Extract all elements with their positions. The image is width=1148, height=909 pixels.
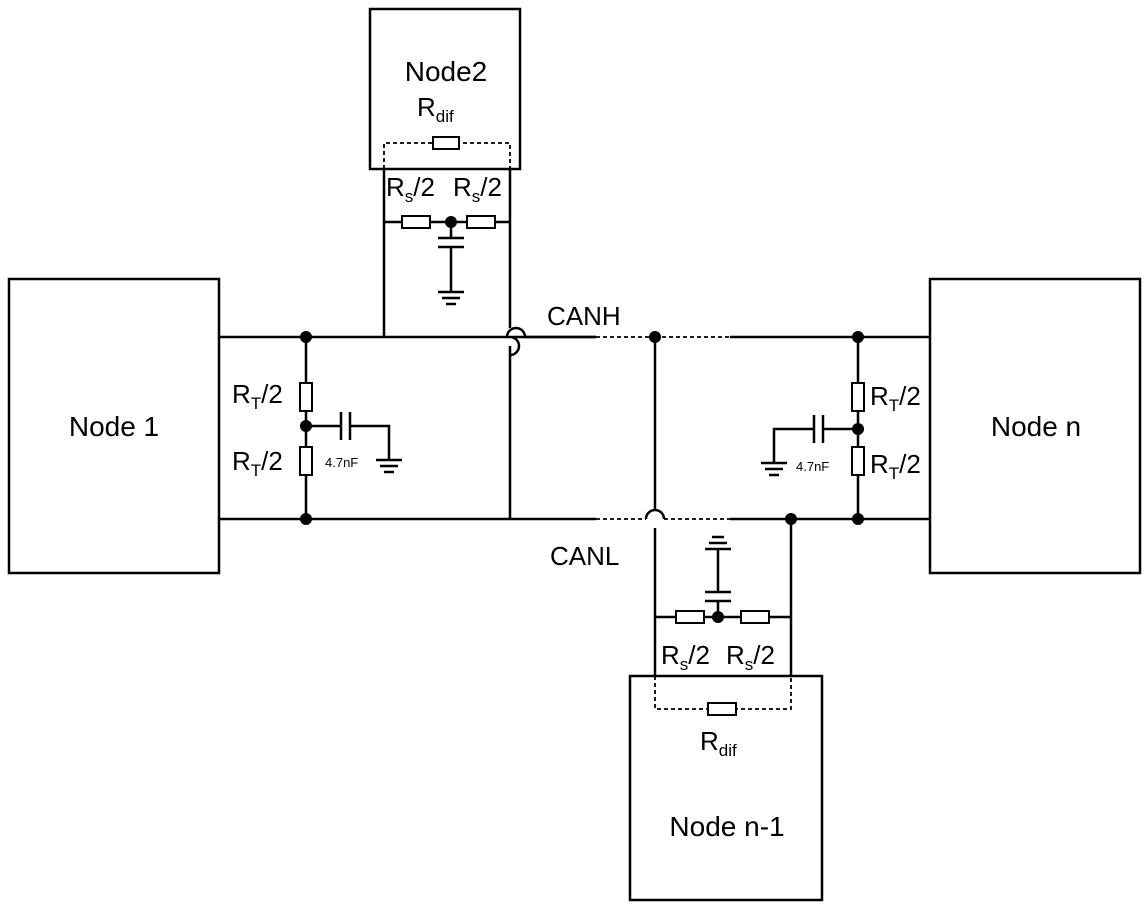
node2-rdif-outline <box>383 142 511 169</box>
node2-rdif-label: Rdif <box>417 92 454 126</box>
node2-ground-icon <box>438 290 464 306</box>
node-n-canh-junction <box>852 331 864 343</box>
node-n-box <box>928 277 1142 575</box>
node-n-rt-label-top: RT/2 <box>870 381 921 415</box>
node-n-rt-resistor-bottom <box>851 446 865 476</box>
node-n1-ground-icon <box>705 535 731 551</box>
canl-label: CANL <box>550 541 619 571</box>
node-n-ground-icon <box>761 461 787 477</box>
node-n1-rdif-label: Rdif <box>700 726 737 760</box>
node1-canl-junction <box>300 513 312 525</box>
node-n1-rs-resistor-right <box>740 610 770 624</box>
node-n-cap-label: 4.7nF <box>796 459 829 474</box>
node1-box <box>7 277 221 575</box>
node2-rs-label-right: Rs/2 <box>453 172 502 206</box>
node2-label: Node2 <box>405 56 488 87</box>
canh-line-hop <box>505 326 596 339</box>
node2-rs-label-left: Rs/2 <box>386 172 435 206</box>
node1-canh-junction <box>300 331 312 343</box>
node1-cap-wire2 <box>350 424 391 460</box>
node1-rt-label-top: RT/2 <box>232 379 283 413</box>
node-n-rt-resistor-top <box>851 382 865 412</box>
node2-rdif-resistor <box>432 136 460 150</box>
node-n1-rdif-resistor <box>707 702 737 716</box>
canh-line-left <box>219 335 596 357</box>
node-n1-rs-label-right: Rs/2 <box>726 640 775 674</box>
node-n-canl-junction <box>852 513 864 525</box>
node-n-rt-label-bottom: RT/2 <box>870 449 921 483</box>
node1-rt-resistor-bottom <box>299 446 313 476</box>
node-n-label: Node n <box>991 411 1081 442</box>
canl-hop <box>644 508 666 520</box>
node1-rt-resistor-top <box>299 382 313 412</box>
node1-label: Node 1 <box>69 411 159 442</box>
node-n-cap-wire2 <box>772 427 814 463</box>
node1-cap-label: 4.7nF <box>325 455 358 470</box>
node2-rs-resistor-left <box>401 215 431 229</box>
node1-ground-icon <box>376 458 402 474</box>
node1-rt-label-bottom: RT/2 <box>232 446 283 480</box>
canh-label: CANH <box>547 301 621 331</box>
node2-rs-resistor-right <box>466 215 496 229</box>
node-n1-label: Node n-1 <box>669 811 784 842</box>
node-n1-rs-resistor-left <box>675 610 705 624</box>
node-n1-rs-label-left: Rs/2 <box>661 640 710 674</box>
